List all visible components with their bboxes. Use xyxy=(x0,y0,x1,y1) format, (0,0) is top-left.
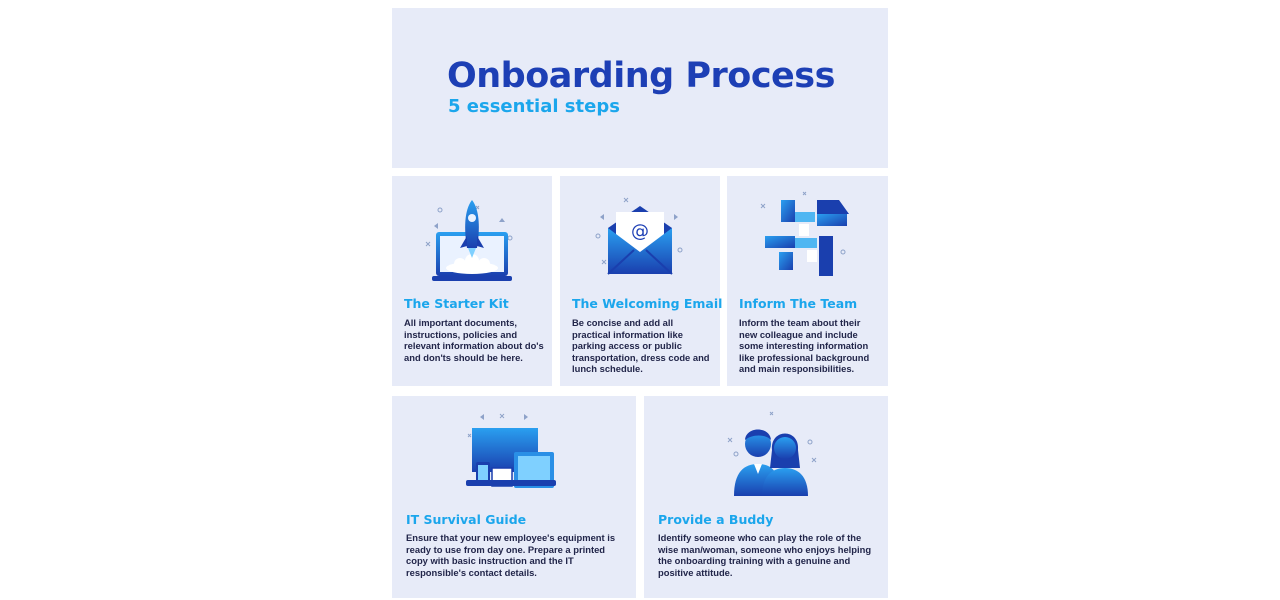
header-panel: Onboarding Process 5 essential steps xyxy=(392,8,888,168)
step-description: Be concise and add all practical informa… xyxy=(572,317,710,375)
team-hands-icon xyxy=(760,191,849,276)
step-title: IT Survival Guide xyxy=(406,512,527,527)
step-description: Identify someone who can play the role o… xyxy=(658,532,872,578)
step-title: The Starter Kit xyxy=(404,296,509,311)
step-description: Ensure that your new employee's equipmen… xyxy=(406,532,616,578)
step-card-inform-team: Inform The Team Inform the team about th… xyxy=(727,176,888,386)
step-description: Inform the team about their new colleagu… xyxy=(739,317,870,375)
step-card-provide-buddy: Provide a Buddy Identify someone who can… xyxy=(644,396,888,598)
rocket-laptop-icon xyxy=(425,200,513,281)
step-card-starter-kit: The Starter Kit All important documents,… xyxy=(392,176,552,386)
email-envelope-icon: @ xyxy=(595,197,683,275)
step-title: Inform The Team xyxy=(739,296,858,311)
buddy-people-icon xyxy=(727,411,817,496)
page-subtitle: 5 essential steps xyxy=(448,96,620,117)
page-title: Onboarding Process xyxy=(447,56,835,96)
devices-icon xyxy=(466,413,556,488)
step-card-it-survival-guide: IT Survival Guide Ensure that your new e… xyxy=(392,396,636,598)
step-title: The Welcoming Email xyxy=(572,296,723,311)
infographic: Onboarding Process 5 essential steps xyxy=(392,8,888,598)
step-description: All important documents, instructions, p… xyxy=(404,317,544,363)
step-title: Provide a Buddy xyxy=(658,512,774,527)
step-card-welcoming-email: @ The Welcoming Email Be concise and add… xyxy=(560,176,723,386)
svg-text:@: @ xyxy=(631,221,649,242)
